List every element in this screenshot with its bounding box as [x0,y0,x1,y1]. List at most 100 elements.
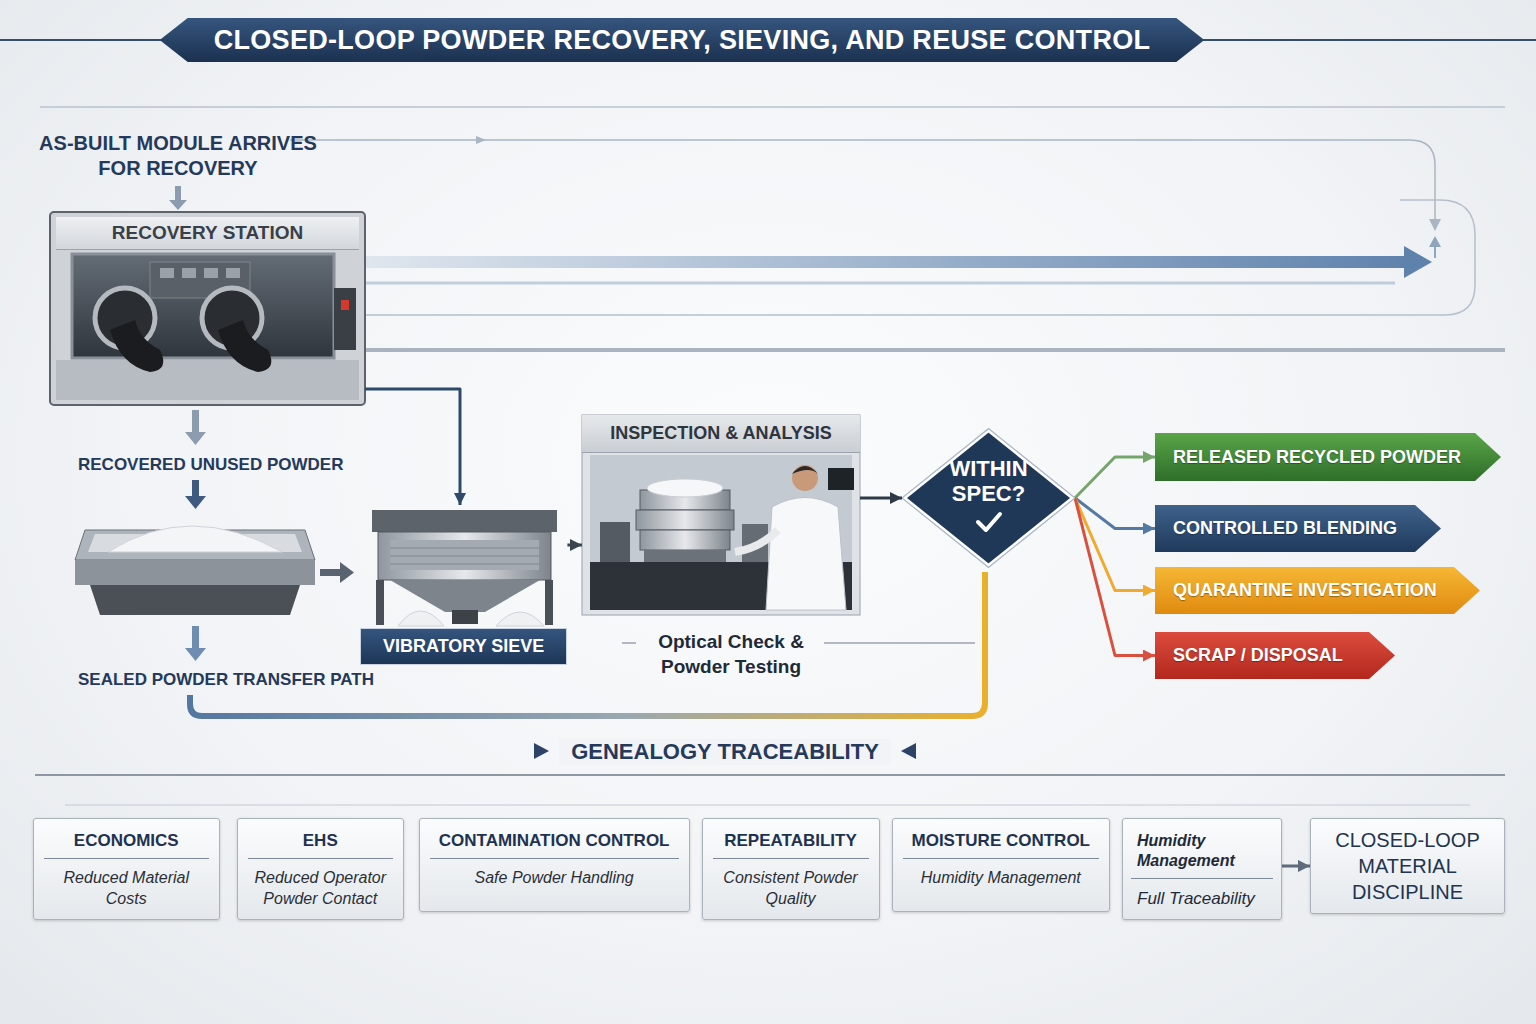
glove [218,320,271,372]
divider-line [65,805,1470,806]
technician-hair [792,466,818,474]
mesh-line [390,556,539,557]
big-flow-arrow [365,256,1408,268]
traceability-label: GENEALOGY TRACEABILITY [559,739,891,765]
leader-line [824,642,975,644]
arrow-shaft [192,626,199,648]
glove [110,320,163,372]
mesh-line [390,548,539,549]
card-body: Reduced Material Costs [34,859,219,919]
lab-frame [582,415,860,615]
panel-heading: VIBRATORY SIEVE [360,628,567,665]
test-caption: Optical Check & Powder Testing [640,629,822,679]
divider-line [35,774,1505,776]
card-body: Safe Powder Handling [420,859,689,898]
diamond-halo [905,431,1072,565]
card-heading: EHS [248,819,393,859]
test-sieve [640,530,730,550]
technician-head [792,465,818,491]
benefit-card: ECONOMICSReduced Material Costs [33,818,220,920]
technician-arm [735,530,778,552]
inspection-illustration [582,415,860,615]
powder-sample [647,479,723,497]
test-sieve-base [644,550,726,562]
card-body: Reduced Operator Powder Contact [238,859,403,919]
outcome-text: SCRAP / DISPOSAL [1173,645,1343,666]
traceability-arrowhead [534,743,549,759]
outcome-text: QUARANTINE INVESTIGATION [1173,580,1437,601]
arrow-head [169,200,187,210]
benefit-card: REPEATABILITYConsistent Powder Quality [702,818,880,920]
flow-line [365,282,1395,285]
glovebox-control [160,268,174,278]
station-panel: VIBRATORY SIEVE [360,505,567,665]
sieve-mesh [390,540,539,570]
outcome-text: RELEASED RECYCLED POWDER [1173,447,1461,468]
flow-line [290,140,1435,220]
check-stroke [978,514,1000,530]
leader-line [622,642,636,644]
arrow-head [185,432,206,445]
flow-connector [1075,498,1155,656]
traceability-arrow [914,750,1370,753]
sieve-leg [545,580,553,625]
glovebox-base [56,360,359,400]
big-flow-arrowhead [1404,246,1432,278]
flow-connector [1282,865,1310,868]
glovebox-control [204,268,218,278]
technician-coat [766,498,846,611]
flow-line [1434,246,1436,258]
arrow-shaft [192,480,199,496]
flow-connector [567,544,582,547]
diamond-shape [905,431,1072,565]
powder-tray-illustration [75,526,315,615]
alarm-button [341,300,349,310]
sieve-rim [372,510,557,532]
summary-text: CLOSED-LOOP MATERIAL DISCIPLINE [1311,819,1504,913]
outcome-arrow-box: QUARANTINE INVESTIGATION [1155,567,1480,614]
arrow-shaft [192,410,199,432]
flow-arrowhead [1429,236,1441,247]
check-mark [974,510,1004,534]
glovebox-body [50,212,365,405]
benefit-card: MOISTURE CONTROLHumidity Management [892,818,1111,912]
card-heading: CONTAMINATION CONTROL [430,819,679,859]
flow-arrowhead [476,136,486,144]
mesh-line [390,564,539,565]
card-body: Full Traceability [1123,879,1281,919]
traceability-arrowhead [901,743,916,759]
flow-connector [365,389,460,505]
outcome-arrow-box: CONTROLLED BLENDING [1155,505,1441,552]
card-body: Consistent Powder Quality [703,859,879,919]
test-sieve [636,510,734,530]
flow-arrowhead [1429,219,1441,231]
decision-diamond: WITHIN SPEC? [902,428,1075,568]
sealed-transfer-loop [190,572,985,716]
outcome-arrow-box: RELEASED RECYCLED POWDER [1155,433,1501,481]
glovebox-illustration [50,212,365,405]
arrow-shaft [320,569,340,576]
glovebox-window [72,254,334,358]
arrow-head [185,648,206,661]
summary-card: CLOSED-LOOP MATERIAL DISCIPLINE [1310,818,1505,914]
instrument [600,522,630,562]
traceability-arrow [430,750,536,753]
step-label: RECOVERED UNUSED POWDER [78,454,343,476]
arrow-shaft [175,186,181,200]
divider-line [360,348,1505,352]
glovebox-control [182,268,196,278]
flow-connector [860,497,902,500]
powder-pile [398,611,444,626]
lab-wall [590,455,852,610]
card-heading: REPEATABILITY [713,819,869,859]
outcome-arrow-box: SCRAP / DISPOSAL [1155,632,1395,679]
card-body: Humidity Management [893,859,1110,898]
glovebox-control [226,268,240,278]
arrow-head [340,562,354,583]
arrow-head [185,496,206,509]
benefit-card: Humidity ManagementFull Traceability [1122,818,1282,920]
tray-front [75,560,315,585]
station-panel: INSPECTION & ANALYSIS [582,415,860,615]
control-panel [334,288,356,350]
